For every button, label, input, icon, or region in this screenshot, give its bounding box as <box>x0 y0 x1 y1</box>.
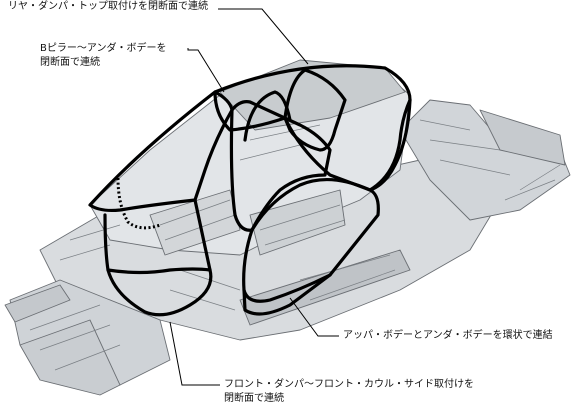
leader-lines <box>169 8 339 386</box>
b-pillar-loop <box>229 100 332 232</box>
body-structure <box>4 59 571 396</box>
highlight-loops <box>88 64 412 317</box>
dash-panel <box>149 189 241 256</box>
front-damper-loop <box>103 198 213 317</box>
callout-front-damper-line1: フロント・ダンパ〜フロント・カウル・サイド取付けを <box>224 379 474 390</box>
leader-b-pillar <box>187 48 225 93</box>
hidden-section-dotted <box>116 177 161 230</box>
leader-front-damper <box>169 321 220 386</box>
leader-upper-under <box>289 297 339 337</box>
floor-tunnel <box>249 189 346 256</box>
callout-upper-under-line1: アッパ・ボデーとアンダ・ボデーを環状で連結 <box>343 330 553 341</box>
callout-b-pillar-line2: 閉断面で連続 <box>40 57 100 68</box>
leader-rear-damper <box>218 8 309 65</box>
callout-rear-damper-line1: リヤ・ダンパ・トップ取付けを閉断面で連続 <box>8 1 208 12</box>
roof-ring-loop <box>213 64 412 192</box>
rear-quarter-loop <box>368 98 412 192</box>
rear-panel <box>479 109 566 166</box>
roof-bow-loop <box>243 90 292 142</box>
rear-damper-loop <box>283 68 347 152</box>
cowl-side-loop <box>106 267 212 275</box>
a-pillar-loop <box>88 90 234 213</box>
roof-area <box>219 59 406 131</box>
callout-b-pillar-line1: Bピラー〜アンダ・ボデーを <box>40 43 167 54</box>
callout-rear-damper: リヤ・ダンパ・トップ取付けを閉断面で連続 <box>8 0 208 14</box>
callout-front-damper: フロント・ダンパ〜フロント・カウル・サイド取付けを 閉断面で連続 <box>224 378 474 406</box>
lower-side-loop <box>242 273 332 316</box>
callout-b-pillar: Bピラー〜アンダ・ボデーを 閉断面で連続 <box>40 42 166 70</box>
side-sill <box>239 249 411 326</box>
front-bumper-beam <box>4 284 71 323</box>
callout-front-damper-line2: 閉断面で連続 <box>224 393 284 404</box>
callout-upper-under: アッパ・ボデーとアンダ・ボデーを環状で連結 <box>343 329 553 343</box>
front-crossmember <box>19 319 121 396</box>
